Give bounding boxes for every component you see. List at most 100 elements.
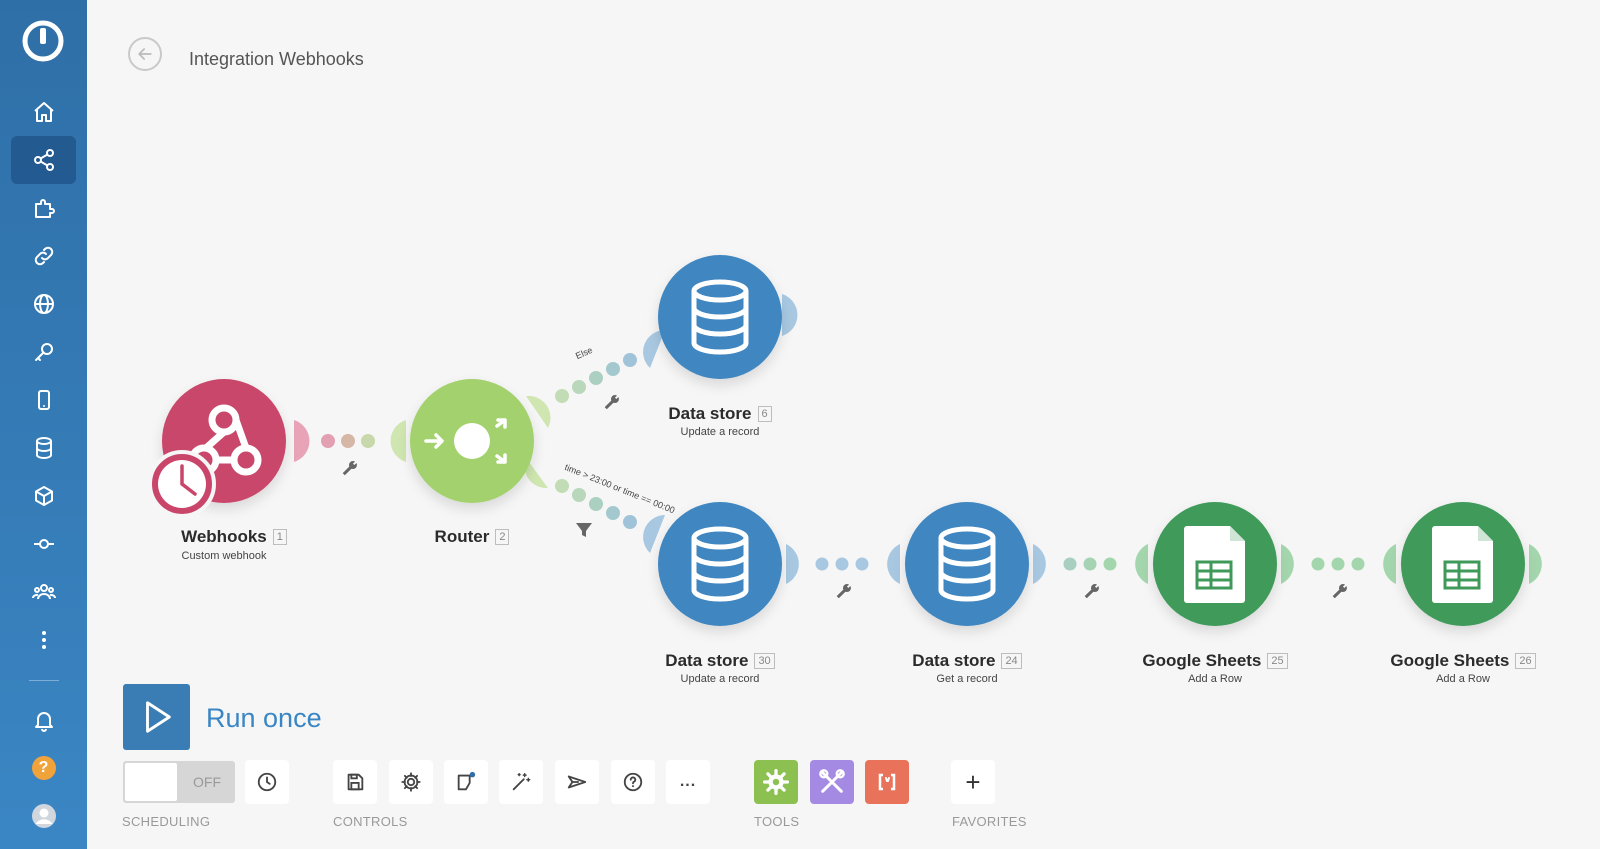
auto-align-button[interactable] [499,760,543,804]
sidebar-item-help[interactable]: ? [11,744,76,792]
sidebar-item-devices[interactable] [11,376,76,424]
scheduling-toggle[interactable]: OFF [123,761,235,803]
gs26-output-handle[interactable] [1529,544,1542,584]
connection-webhooks-router[interactable] [294,420,406,462]
connection-ds24-gs25[interactable] [1033,544,1148,584]
connection-router-filtered[interactable] [524,458,665,553]
wrench-icon[interactable] [1331,582,1349,600]
module-google-sheets-25[interactable] [1153,502,1277,626]
sidebar-item-flow[interactable] [11,520,76,568]
module-name: Data store [665,651,749,670]
make-logo[interactable] [22,20,64,62]
module-name: Data store [912,651,996,670]
more-vertical-icon [41,631,46,649]
sidebar-item-webhooks[interactable] [11,280,76,328]
ds6-output-handle[interactable] [782,294,798,336]
sidebar-item-keys[interactable] [11,328,76,376]
module-label-google-sheets-26: Google Sheets 26 [1383,651,1543,671]
back-button[interactable] [128,37,162,71]
filter-icon[interactable] [576,523,592,537]
module-label-router: Router 2 [422,527,522,547]
module-google-sheets-26[interactable] [1401,502,1525,626]
sidebar-item-datastructures[interactable] [11,472,76,520]
module-number: 24 [1001,653,1022,669]
module-label-datastore-24: Data store 24 [902,651,1032,671]
explain-flow-button[interactable] [555,760,599,804]
module-datastore-24[interactable] [905,502,1029,626]
sidebar-item-more[interactable] [11,616,76,664]
controls-section-label: CONTROLS [333,814,408,829]
module-sub-webhooks: Custom webhook [181,550,267,562]
gear-icon [401,772,421,792]
module-name: Data store [668,404,752,423]
magic-wand-icon [512,773,531,791]
add-favorite-button[interactable]: + [951,760,995,804]
wrench-icon[interactable] [1083,582,1101,600]
note-icon [457,771,476,791]
tool-settings-button[interactable] [754,760,798,804]
flow-icon [33,539,54,549]
module-number: 2 [495,529,510,545]
sidebar-item-connections[interactable] [11,232,76,280]
module-name: Google Sheets [1390,651,1510,670]
help-button[interactable] [611,760,655,804]
scenario-settings-button[interactable] [389,760,433,804]
toggle-label: OFF [193,774,221,790]
text-parser-icon [878,773,896,791]
clock-icon [148,450,216,518]
sidebar-item-team[interactable] [11,568,76,616]
clock-icon [257,772,277,792]
more-options-label: ... [679,773,697,790]
cube-icon [34,486,53,506]
tools-icon [819,769,845,793]
module-number: 30 [754,653,775,669]
module-name: Router [434,527,490,546]
module-webhooks[interactable] [148,379,286,518]
module-sub-datastore-24: Get a record [936,673,998,685]
notes-button[interactable] [444,760,488,804]
run-once-button[interactable] [123,684,190,750]
module-label-datastore-30: Data store 30 [655,651,785,671]
sidebar: ? [0,0,87,849]
google-sheets-icon [1184,526,1245,603]
module-datastore-30[interactable] [658,502,782,626]
module-name: Google Sheets [1142,651,1262,670]
key-icon [34,343,53,361]
question-icon [623,772,643,792]
google-sheets-icon [1432,526,1493,603]
wrench-icon[interactable] [835,582,853,600]
module-router[interactable] [410,379,534,503]
module-number: 26 [1515,653,1536,669]
sidebar-item-datastores[interactable] [11,424,76,472]
database-icon [691,526,749,602]
module-sub-datastore-30: Update a record [680,673,760,685]
more-options-button[interactable]: ... [666,760,710,804]
module-datastore-6[interactable] [658,255,782,379]
module-label-google-sheets-25: Google Sheets 25 [1135,651,1295,671]
arrow-left-icon [138,48,152,60]
sidebar-item-templates[interactable] [11,184,76,232]
tool-tools-button[interactable] [810,760,854,804]
sidebar-item-home[interactable] [11,88,76,136]
connection-router-else[interactable] [526,330,665,428]
gear-icon [763,769,789,795]
help-icon-text: ? [38,759,49,776]
sidebar-item-scenarios[interactable] [11,136,76,184]
connection-gs25-gs26[interactable] [1281,544,1396,584]
scheduling-section-label: SCHEDULING [122,814,211,829]
sidebar-item-profile[interactable] [11,792,76,840]
schedule-settings-button[interactable] [245,760,289,804]
connection-ds30-ds24[interactable] [786,544,900,584]
home-icon [33,102,54,122]
airplane-icon [567,775,587,789]
wrench-icon[interactable] [341,459,359,477]
tool-text-parser-button[interactable] [865,760,909,804]
wrench-icon[interactable] [603,393,621,411]
puzzle-icon [34,199,55,218]
save-button[interactable] [333,760,377,804]
sidebar-item-notifications[interactable] [11,696,76,744]
mobile-icon [37,390,50,410]
run-once-label[interactable]: Run once [206,703,322,733]
module-number: 25 [1267,653,1288,669]
